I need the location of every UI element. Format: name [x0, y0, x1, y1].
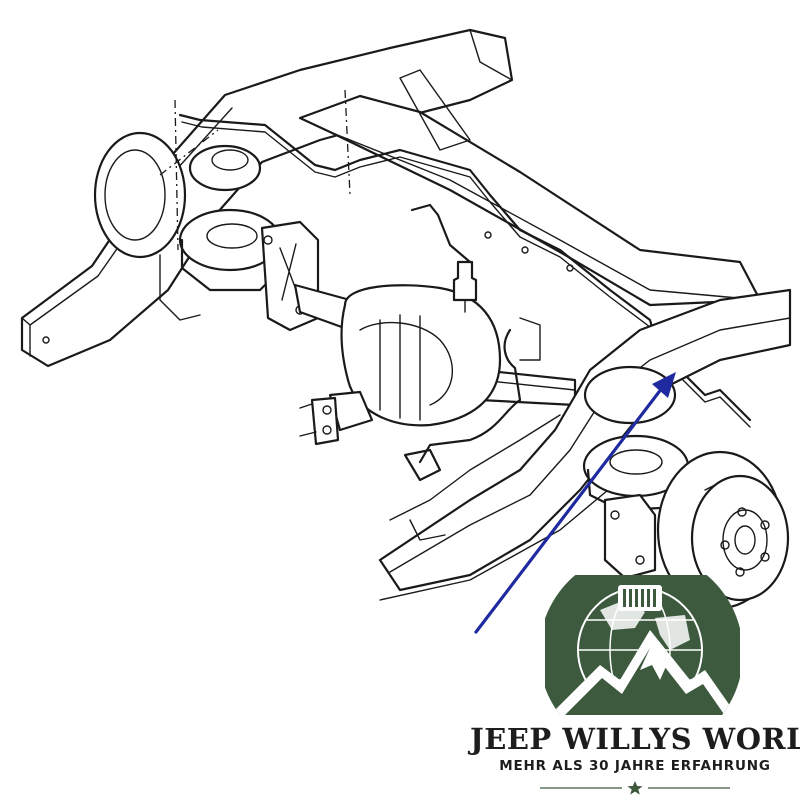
left-brake-drum [93, 131, 187, 259]
brand-separator [540, 781, 730, 795]
jeep-grille-icon [618, 585, 662, 611]
right-spring-seat [582, 365, 690, 512]
right-frame-rail [378, 288, 792, 601]
mountain-icon [545, 630, 740, 715]
differential [299, 284, 502, 446]
arrow-icon [474, 386, 664, 634]
upper-crossmember [298, 69, 762, 307]
lower-body-line [389, 414, 561, 541]
frame-reference-lines [159, 89, 351, 251]
axle-vent-fitting [452, 260, 478, 313]
right-spring-bracket [603, 493, 657, 580]
brand-title: JEEP WILLYS WORLD [470, 722, 800, 756]
arrow-head [652, 372, 676, 398]
star-icon [627, 781, 643, 795]
left-spring-seat [159, 144, 284, 321]
right-brake-drum [656, 450, 790, 610]
brand-subtitle: MEHR ALS 30 JAHRE ERFAHRUNG [499, 758, 771, 774]
brand-logo [545, 575, 740, 715]
pointer-arrow [474, 372, 676, 634]
